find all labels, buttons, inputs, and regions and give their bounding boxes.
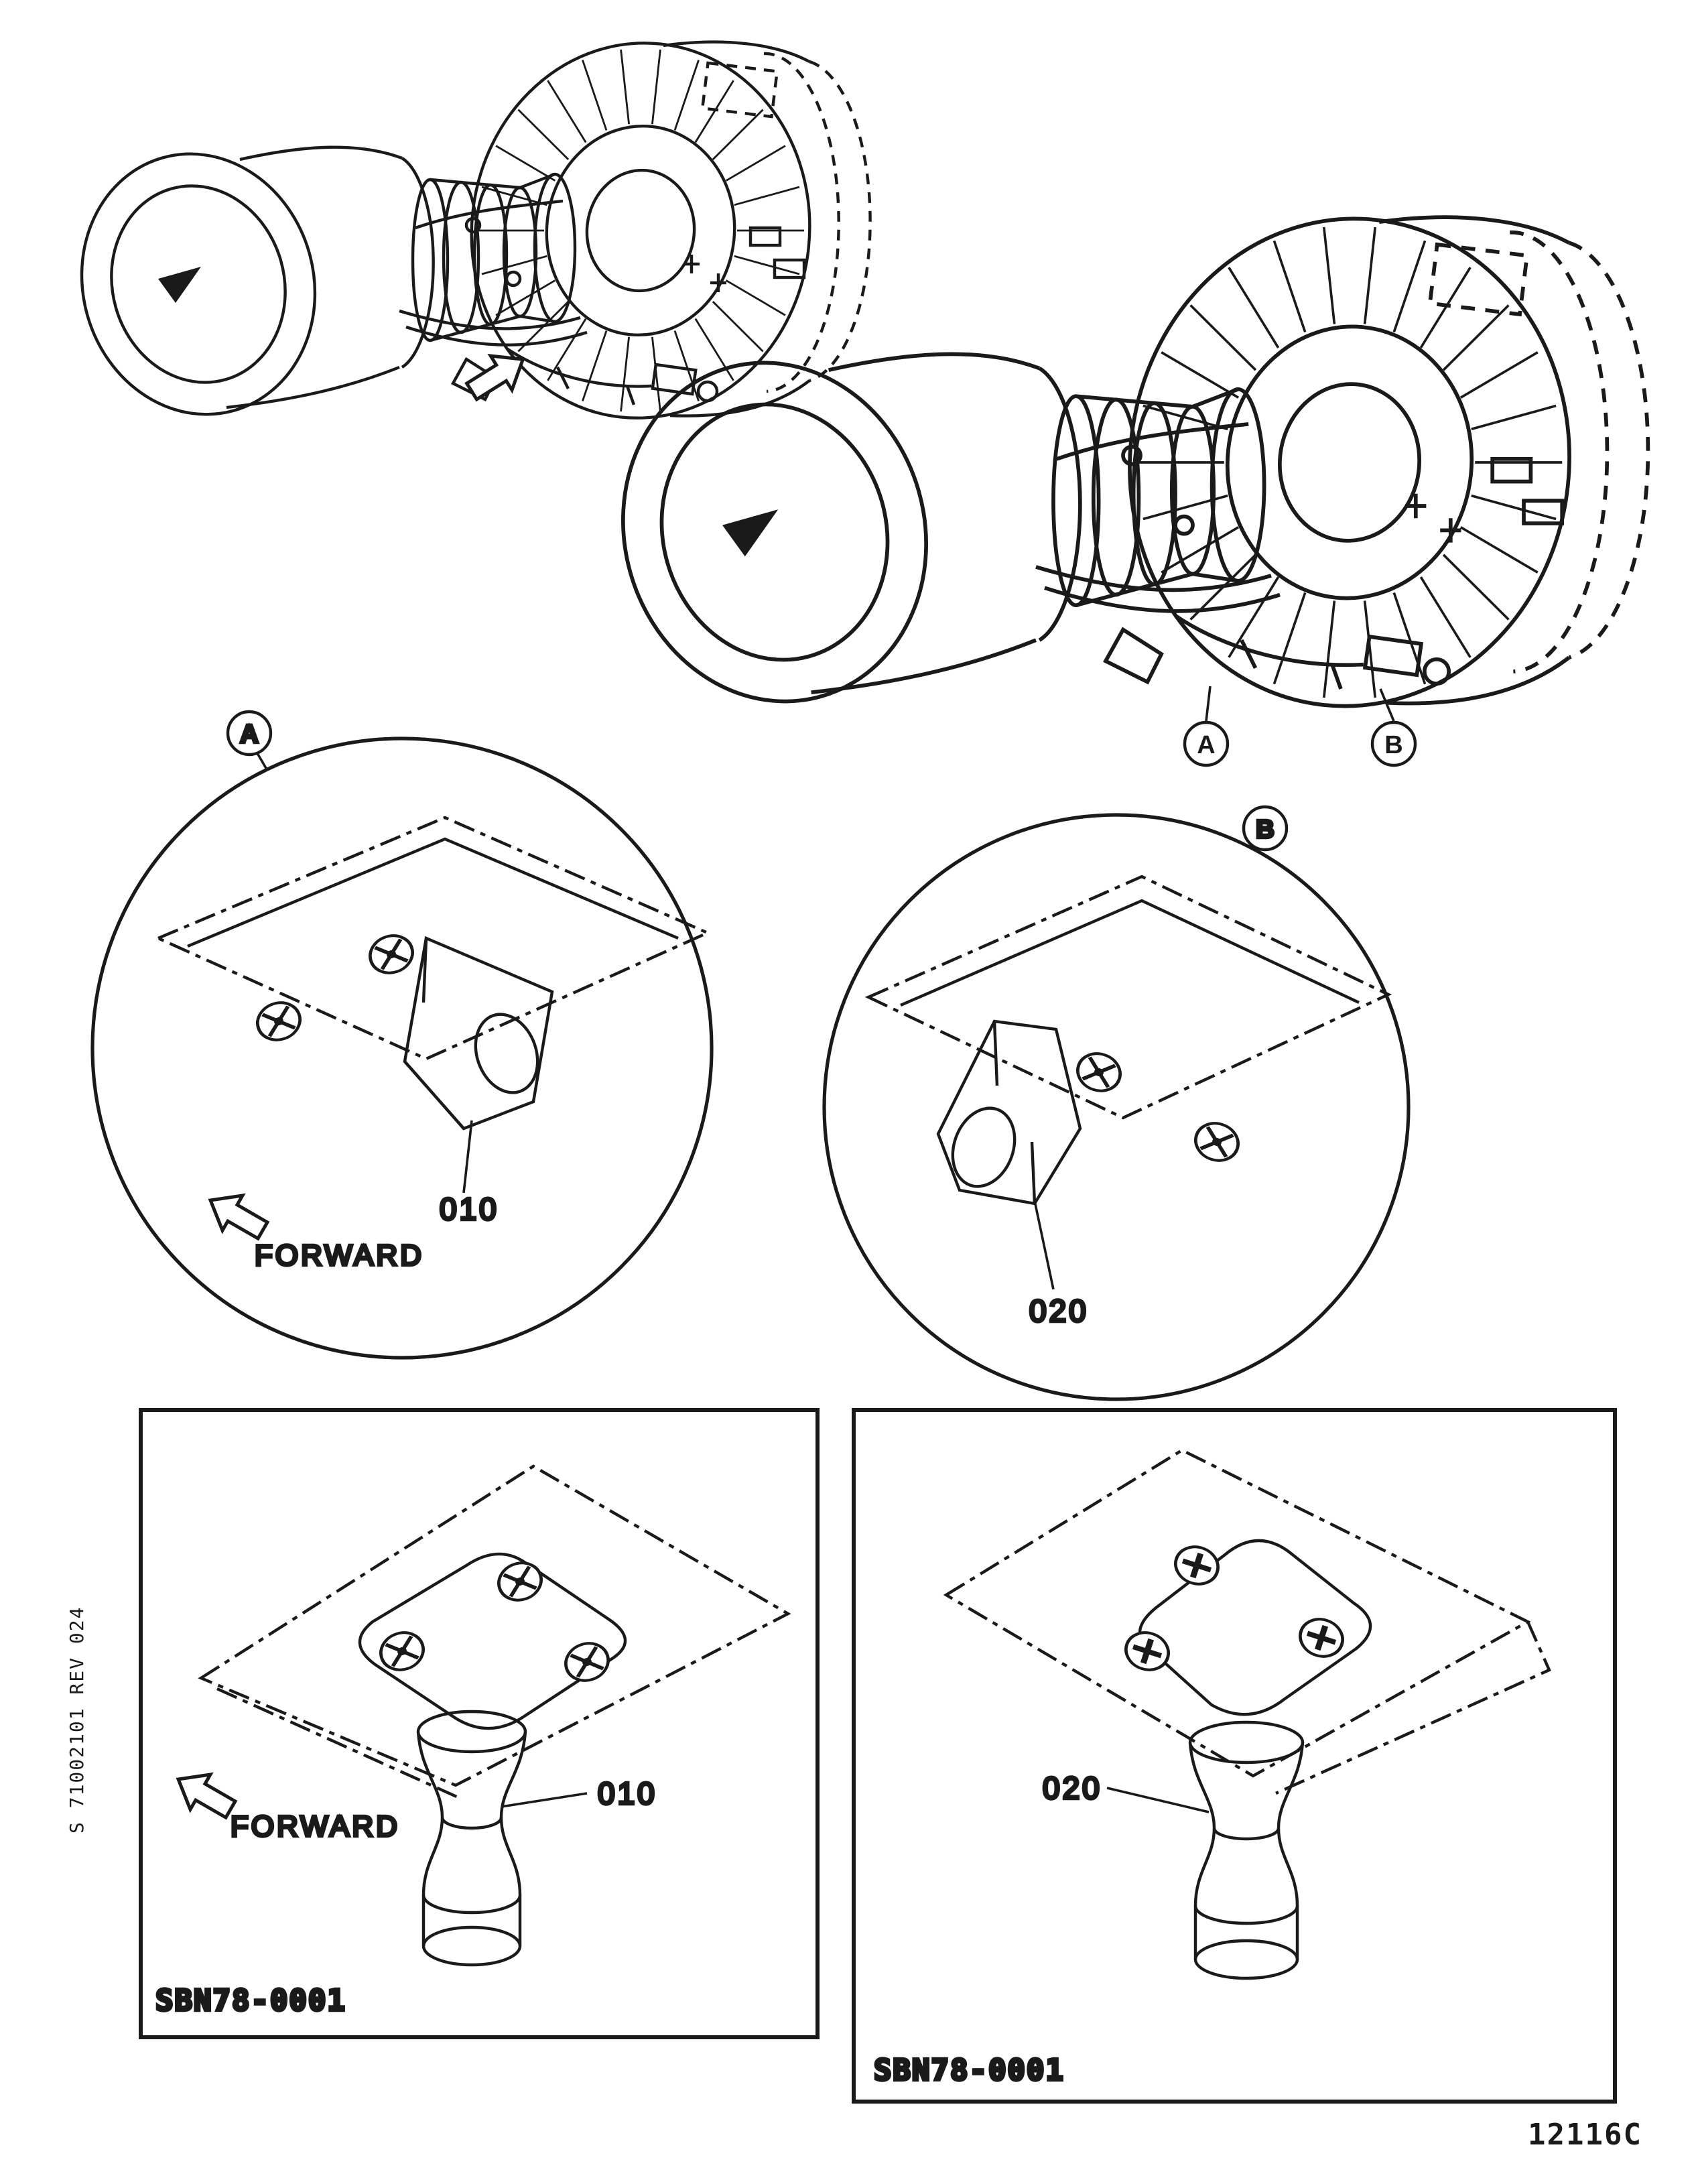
margin-print-reference: S 71002101 REV 024 [66, 1606, 88, 1834]
detail-a-forward-label: FORWARD [255, 1239, 424, 1272]
forward-arrow-icon [168, 1762, 241, 1827]
bolt-x-icon [494, 1557, 546, 1606]
panel-left-sb-code: SBN78-0001 [155, 1984, 346, 2018]
leader-line [462, 1120, 473, 1194]
location-pointer-arrow-icon [461, 342, 533, 409]
detail-circle-a: A 010 FORWARD [90, 710, 714, 1360]
panel-left-item-number: 010 [598, 1776, 657, 1811]
panel-right-sb-code: SBN78-0001 [874, 2053, 1065, 2087]
detail-a-item-number: 010 [440, 1192, 499, 1226]
leader-line [1033, 1200, 1055, 1290]
panel-left-forward-label: FORWARD [231, 1810, 400, 1843]
leader-line [501, 1792, 588, 1808]
detail-a-label: A [240, 720, 258, 749]
bolt-phillips-icon [1171, 1541, 1223, 1590]
panel-right-item-number: 020 [1043, 1771, 1102, 1805]
engine-callout-a: A [1183, 686, 1230, 767]
engine-overview-large: A B [584, 197, 1648, 767]
engine-overview-small [52, 26, 870, 442]
engine-callout-b: B [1370, 688, 1417, 767]
bolt-phillips-icon [1121, 1627, 1173, 1675]
figure-number: 12116C [1528, 2118, 1642, 2152]
detail-circle-b: B 020 [822, 805, 1411, 1401]
detail-b-item-number: 020 [1029, 1293, 1089, 1328]
detail-b-label: B [1256, 816, 1274, 844]
leader-line [1106, 1787, 1210, 1813]
bolt-phillips-icon [1295, 1614, 1348, 1662]
mount-detail-box-left: 010 FORWARD SBN78-0001 [139, 1408, 820, 2039]
bolt-x-icon [376, 1627, 428, 1675]
engine-callout-b-label: B [1384, 731, 1402, 759]
engine-callout-a-label: A [1197, 731, 1215, 759]
mount-detail-box-right: 020 SBN78-0001 [852, 1408, 1617, 2104]
bolt-x-icon [561, 1638, 613, 1686]
